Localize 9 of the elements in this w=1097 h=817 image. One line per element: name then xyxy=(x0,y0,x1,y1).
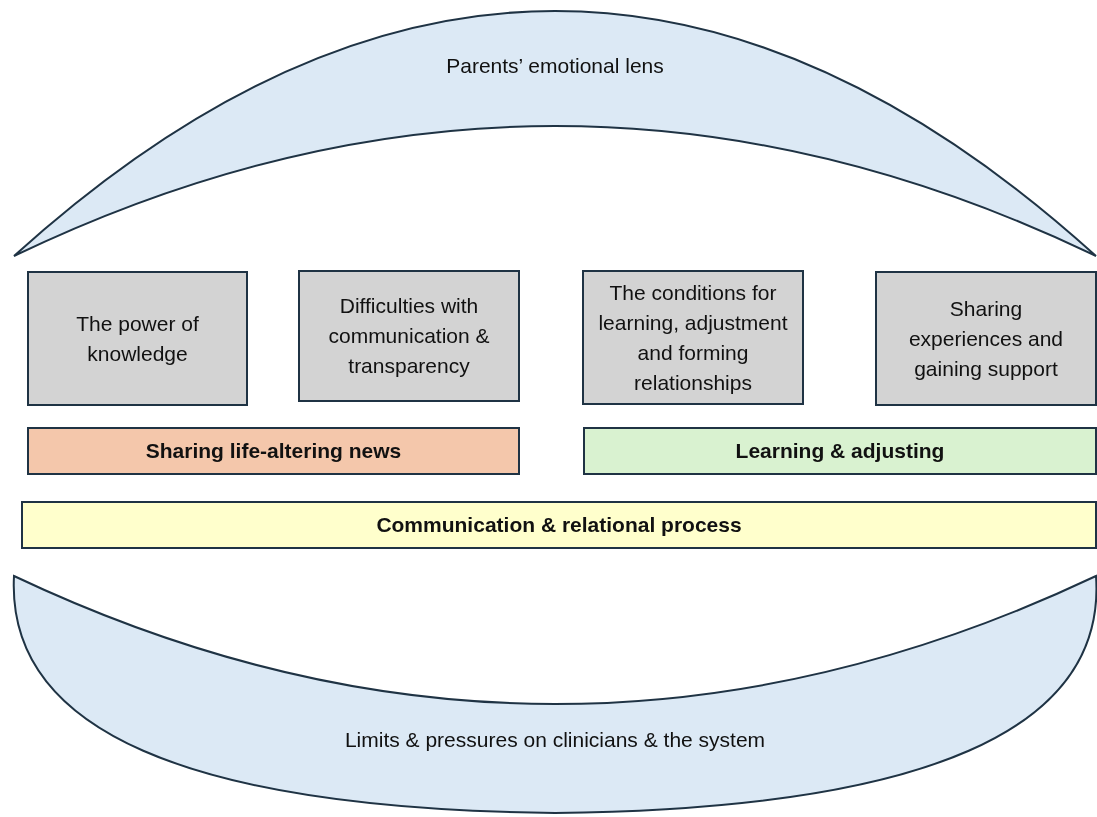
theme-band: Communication & relational process xyxy=(21,501,1097,549)
lens-label: Parents’ emotional lens xyxy=(445,54,665,78)
theme-box: The power of knowledge xyxy=(27,271,248,406)
theme-box: Sharing experiences and gaining support xyxy=(875,271,1097,406)
theme-band: Learning & adjusting xyxy=(583,427,1097,475)
theme-box: Difficulties with communication & transparency xyxy=(298,270,520,402)
theme-band: Sharing life-altering news xyxy=(27,427,520,475)
lens-label: Limits & pressures on clinicians & the system xyxy=(343,728,767,752)
theme-box: The conditions for learning, adjustment and forming relationships xyxy=(582,270,804,405)
